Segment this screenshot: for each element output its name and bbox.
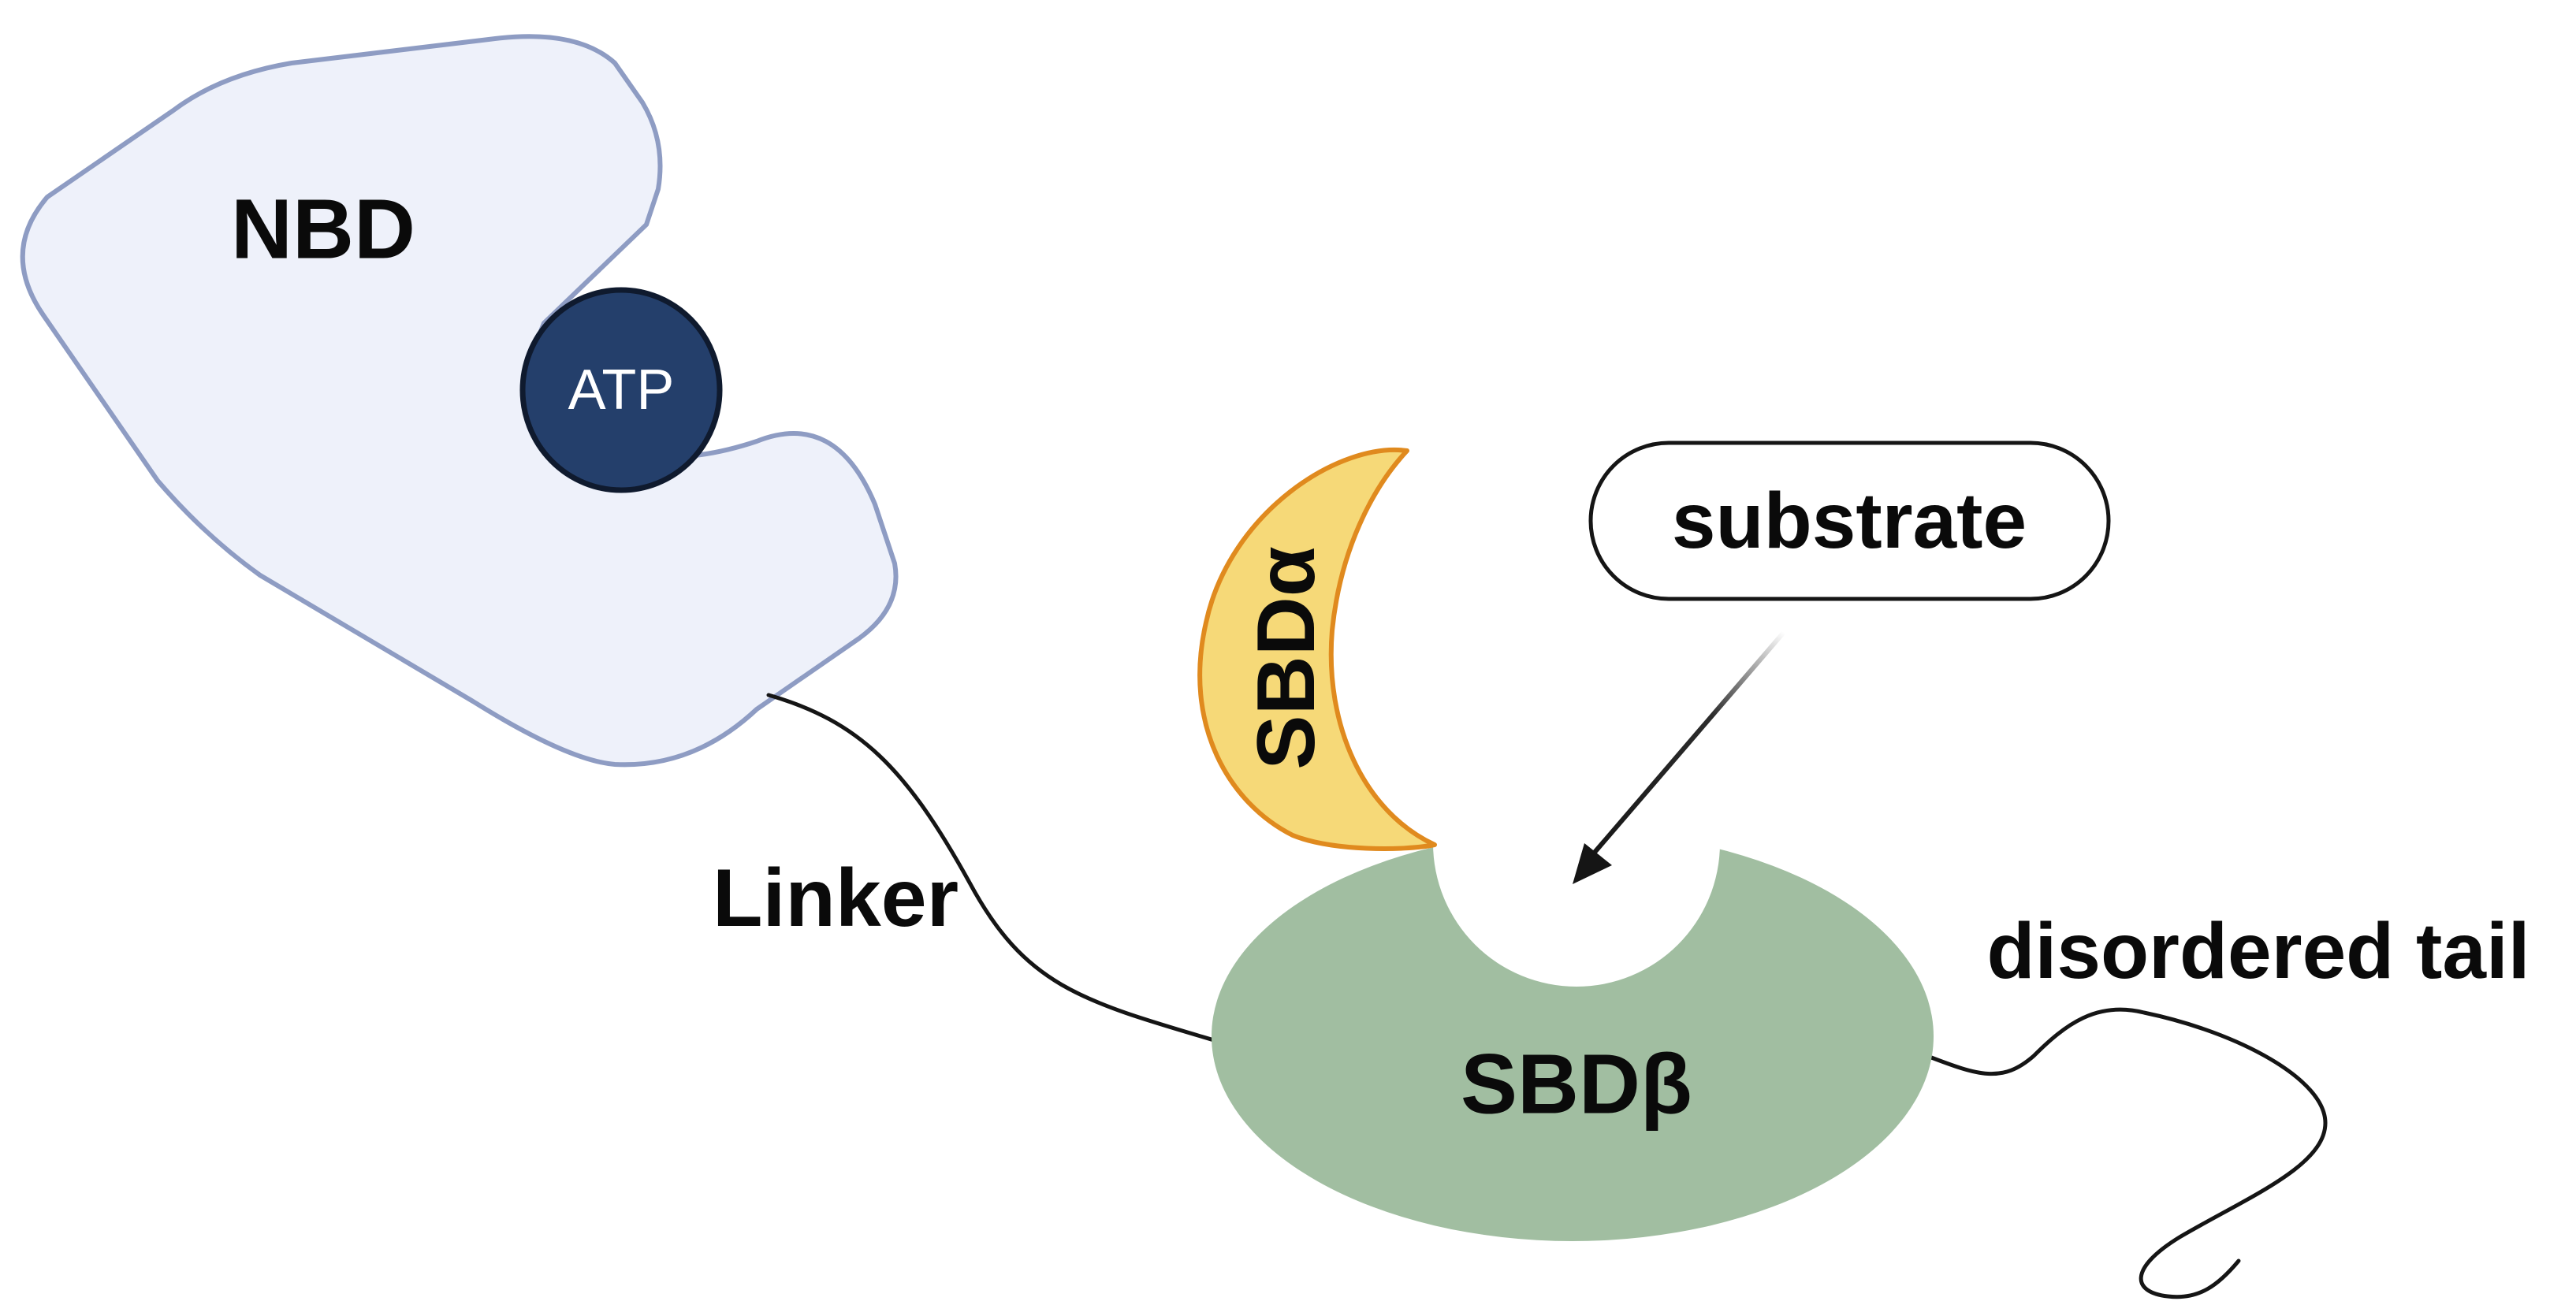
- sbd-alpha-label: SBDα: [1241, 546, 1332, 770]
- atp-molecule: ATP: [519, 287, 723, 493]
- sbd-beta-label: SBDβ: [1461, 1036, 1692, 1132]
- arrow-head: [1573, 843, 1612, 884]
- atp-label: ATP: [568, 359, 675, 422]
- disordered-tail-label: disordered tail: [1986, 907, 2529, 995]
- arrow-shaft: [1590, 628, 1788, 857]
- linker-line: [766, 693, 1216, 1043]
- nbd-domain-shape: [20, 34, 899, 768]
- nbd-label: NBD: [231, 181, 415, 277]
- substrate-label: substrate: [1672, 477, 2027, 565]
- sbd-beta-domain: [1212, 831, 1934, 1241]
- atp-circle: [519, 287, 723, 493]
- substrate-binding-arrow: [1573, 628, 1788, 884]
- linker-label: Linker: [713, 853, 959, 944]
- substrate-bubble: [1588, 441, 2111, 601]
- disordered-tail-line: [1925, 1007, 2328, 1299]
- sbd-alpha-domain: [1197, 447, 1437, 851]
- substrate-callout: substrate: [1588, 441, 2111, 601]
